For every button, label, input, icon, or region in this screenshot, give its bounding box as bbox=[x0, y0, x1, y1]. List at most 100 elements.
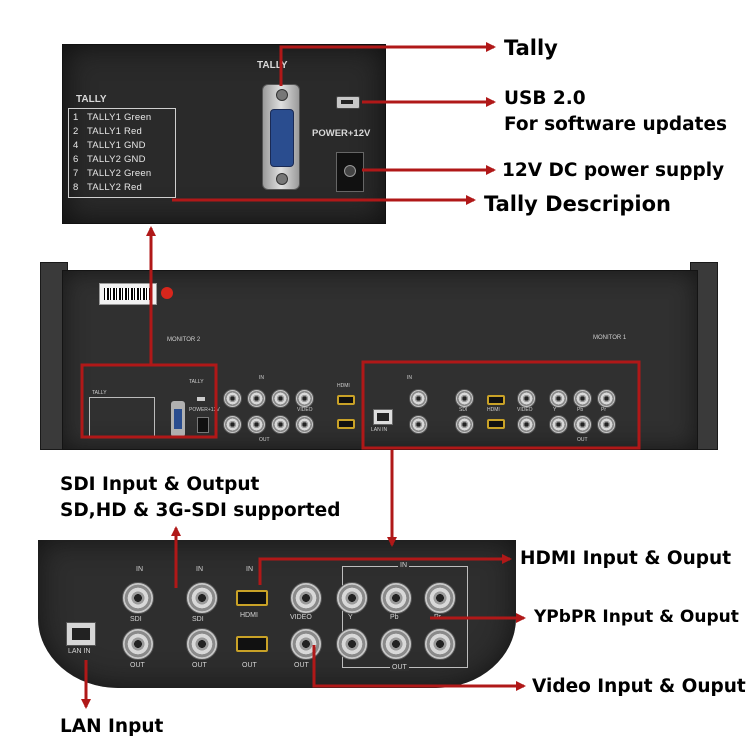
rack-m2-bnc[interactable] bbox=[271, 415, 290, 434]
rack-m1-sdi2-in[interactable] bbox=[455, 389, 474, 408]
rack-m1-pr-in[interactable] bbox=[597, 389, 616, 408]
rack-m1-sdi-in[interactable] bbox=[409, 389, 428, 408]
rack-m1-hdmi-in[interactable] bbox=[487, 395, 505, 405]
db15-tally-connector[interactable] bbox=[262, 84, 300, 190]
rack-tally-label: TALLY bbox=[189, 379, 204, 385]
dc-power-jack[interactable] bbox=[336, 152, 364, 192]
connector-closeup-panel: IN SDI OUT IN SDI OUT IN HDMI OUT VIDEO … bbox=[38, 540, 516, 688]
rack-m2-hdmi-in[interactable] bbox=[337, 395, 355, 405]
rack-power-label: POWER+12V bbox=[189, 407, 220, 413]
rack-lan-port[interactable] bbox=[373, 409, 393, 425]
rack-m2-bnc[interactable] bbox=[271, 389, 290, 408]
rack-m1-sdi-label: SDI bbox=[459, 407, 468, 413]
callout-ypbpr: YPbPR Input & Ouput bbox=[534, 607, 739, 627]
rack-m1-hdmi-out[interactable] bbox=[487, 419, 505, 429]
rack-m1-video-label: VIDEO bbox=[517, 407, 533, 413]
bp-video-in-bnc[interactable] bbox=[290, 582, 322, 614]
bp-sdi-in-label: IN bbox=[136, 566, 143, 573]
tally-connector-label: TALLY bbox=[257, 60, 288, 71]
bp-sdi2-label: SDI bbox=[192, 616, 204, 623]
rack-m2-bnc[interactable] bbox=[223, 415, 242, 434]
rack-m1-hdmi-label: HDMI bbox=[487, 407, 500, 413]
bp-sdi2-in-label: IN bbox=[196, 566, 203, 573]
rack-m1-y-out[interactable] bbox=[549, 415, 568, 434]
bp-ypbpr-out-label: OUT bbox=[390, 664, 409, 671]
usb-port[interactable] bbox=[336, 96, 360, 109]
bp-video-label: VIDEO bbox=[290, 614, 312, 621]
rack-m1-sdi-out[interactable] bbox=[409, 415, 428, 434]
callout-sdi-desc: SD,HD & 3G-SDI supported bbox=[60, 500, 341, 521]
tally-table-title: TALLY bbox=[76, 94, 107, 105]
rack-m1-out-label: OUT bbox=[577, 437, 588, 443]
monitor2-label: MONITOR 2 bbox=[167, 337, 201, 343]
rack-m2-hdmi-out[interactable] bbox=[337, 419, 355, 429]
bp-y-out-bnc[interactable] bbox=[336, 628, 368, 660]
bp-sdi2-out-bnc[interactable] bbox=[186, 628, 218, 660]
bp-hdmi-in-port[interactable] bbox=[236, 590, 268, 606]
bp-sdi-in-bnc[interactable] bbox=[122, 582, 154, 614]
bp-hdmi-out-label: OUT bbox=[242, 662, 257, 669]
rack-m1-video-out[interactable] bbox=[517, 415, 536, 434]
bp-sdi-label: SDI bbox=[130, 616, 142, 623]
rack-m1-pb-out[interactable] bbox=[573, 415, 592, 434]
rack-m2-bnc[interactable] bbox=[295, 415, 314, 434]
red-dot bbox=[161, 287, 173, 299]
rack-m2-bnc[interactable] bbox=[223, 389, 242, 408]
rack-m2-bnc[interactable] bbox=[247, 415, 266, 434]
rack-m1-video-in[interactable] bbox=[517, 389, 536, 408]
rack-unit: MONITOR 2 MONITOR 1 TALLY TALLY POWER+12… bbox=[40, 262, 718, 450]
barcode-sticker bbox=[99, 283, 157, 305]
rack-m1-pr-out[interactable] bbox=[597, 415, 616, 434]
monitor1-label: MONITOR 1 bbox=[593, 335, 627, 341]
bp-lan-label: LAN IN bbox=[68, 648, 91, 655]
callout-usb-desc: For software updates bbox=[504, 114, 728, 135]
rack-pb-label: Pb bbox=[577, 407, 584, 413]
bp-y-label: Y bbox=[348, 614, 353, 621]
rack-m1-sdi2-out[interactable] bbox=[455, 415, 474, 434]
rack-m2-in-label: IN bbox=[259, 375, 264, 381]
bp-lan-port[interactable] bbox=[66, 622, 96, 646]
rack-db15-connector[interactable] bbox=[171, 401, 185, 437]
rack-usb-port[interactable] bbox=[197, 397, 205, 401]
callout-usb: USB 2.0 bbox=[504, 88, 586, 109]
callout-hdmi: HDMI Input & Ouput bbox=[520, 548, 732, 569]
rack-pr-label: Pr bbox=[601, 407, 606, 413]
callout-tally-desc: Tally Descripion bbox=[484, 192, 671, 216]
power-label: POWER+12V bbox=[312, 128, 371, 139]
bp-sdi-out-label: OUT bbox=[130, 662, 145, 669]
rack-m2-bnc[interactable] bbox=[295, 389, 314, 408]
rack-m1-in-label: IN bbox=[407, 375, 412, 381]
rack-m2-bnc[interactable] bbox=[247, 389, 266, 408]
callout-sdi: SDI Input & Output bbox=[60, 474, 260, 495]
bp-video-out-label: OUT bbox=[294, 662, 309, 669]
bp-ypbpr-in-label: IN bbox=[398, 562, 409, 569]
bp-video-out-bnc[interactable] bbox=[290, 628, 322, 660]
bp-pr-in-bnc[interactable] bbox=[424, 582, 456, 614]
bp-pr-out-bnc[interactable] bbox=[424, 628, 456, 660]
rack-lan-label: LAN IN bbox=[371, 427, 388, 433]
bp-y-in-bnc[interactable] bbox=[336, 582, 368, 614]
bp-sdi-out-bnc[interactable] bbox=[122, 628, 154, 660]
rack-dc-jack[interactable] bbox=[197, 417, 209, 433]
rack-y-label: Y bbox=[553, 407, 557, 413]
callout-power: 12V DC power supply bbox=[502, 160, 725, 181]
bp-pb-label: Pb bbox=[390, 614, 399, 621]
bp-sdi2-out-label: OUT bbox=[192, 662, 207, 669]
callout-video: Video Input & Ouput bbox=[532, 676, 746, 697]
bp-pb-in-bnc[interactable] bbox=[380, 582, 412, 614]
callout-tally: Tally bbox=[504, 36, 558, 60]
rack-m1-y-in[interactable] bbox=[549, 389, 568, 408]
bp-hdmi-out-port[interactable] bbox=[236, 636, 268, 652]
rack-m2-out-label: OUT bbox=[259, 437, 270, 443]
rack-m1-pb-in[interactable] bbox=[573, 389, 592, 408]
bp-pb-out-bnc[interactable] bbox=[380, 628, 412, 660]
bp-sdi2-in-bnc[interactable] bbox=[186, 582, 218, 614]
